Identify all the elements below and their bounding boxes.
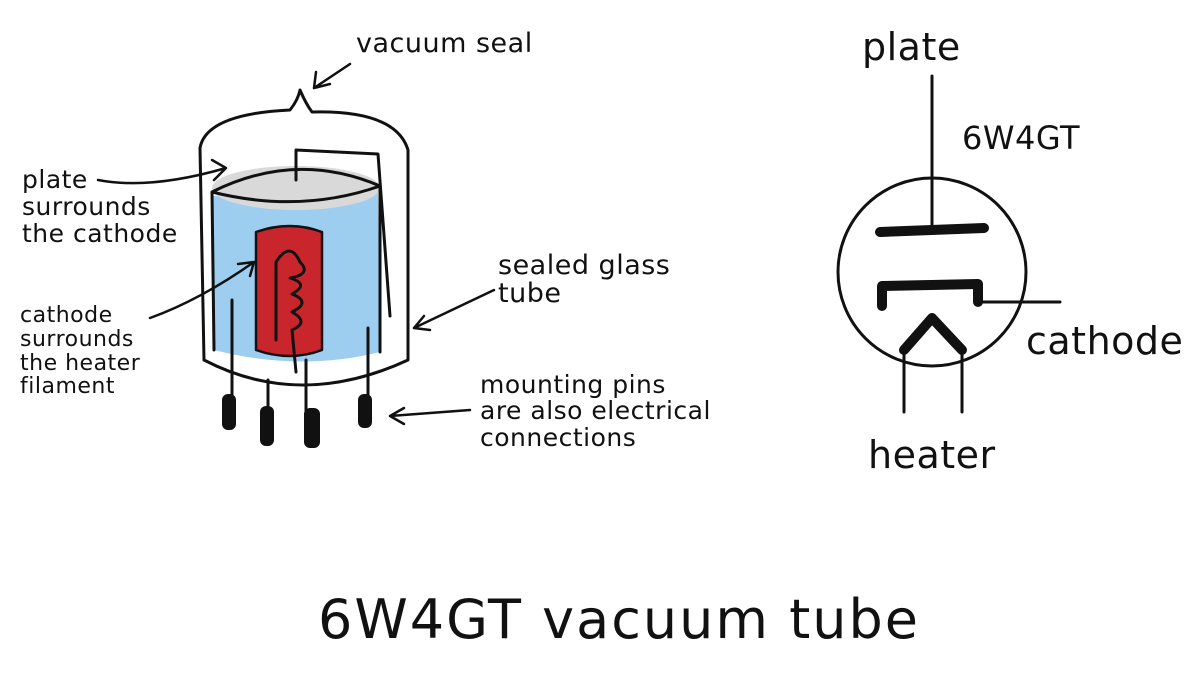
arrow-plate <box>96 158 228 185</box>
pin <box>222 394 236 430</box>
arrow-glass <box>412 288 496 332</box>
pin <box>304 408 320 448</box>
cathode-surrounds-label: cathode surrounds the heater filament <box>20 303 141 400</box>
diagram-title: 6W4GT vacuum tube <box>318 588 921 651</box>
cathode <box>254 224 324 358</box>
heater-wires <box>902 348 964 414</box>
tube-drawing <box>198 88 410 448</box>
mounting-pins-label: mounting pins are also electrical connec… <box>480 370 711 452</box>
plate-bar <box>875 223 989 237</box>
heater-shape <box>899 313 967 355</box>
vacuum-seal-label: vacuum seal <box>356 28 533 59</box>
symbol-model-label: 6W4GT <box>962 119 1081 157</box>
arrow-vacuum-seal <box>312 62 352 90</box>
plate-surrounds-label: plate surrounds the cathode <box>22 165 178 248</box>
mounting-pins <box>222 394 372 448</box>
schematic-symbol <box>836 74 1062 414</box>
pin <box>260 406 274 446</box>
heater-filament <box>274 249 306 374</box>
symbol-cathode-label: cathode <box>1026 319 1184 363</box>
sealed-glass-label: sealed glass tube <box>498 250 671 310</box>
glass-envelope <box>198 88 410 387</box>
symbol-plate-label: plate <box>862 25 961 69</box>
plate-lead <box>294 148 392 318</box>
symbol-heater-label: heater <box>868 433 996 477</box>
pin-wires <box>230 298 370 414</box>
arrow-cathode <box>148 260 256 320</box>
cathode-shape <box>877 279 983 311</box>
label-arrows <box>96 62 496 426</box>
pin <box>358 394 372 428</box>
arrow-pins <box>388 406 472 426</box>
